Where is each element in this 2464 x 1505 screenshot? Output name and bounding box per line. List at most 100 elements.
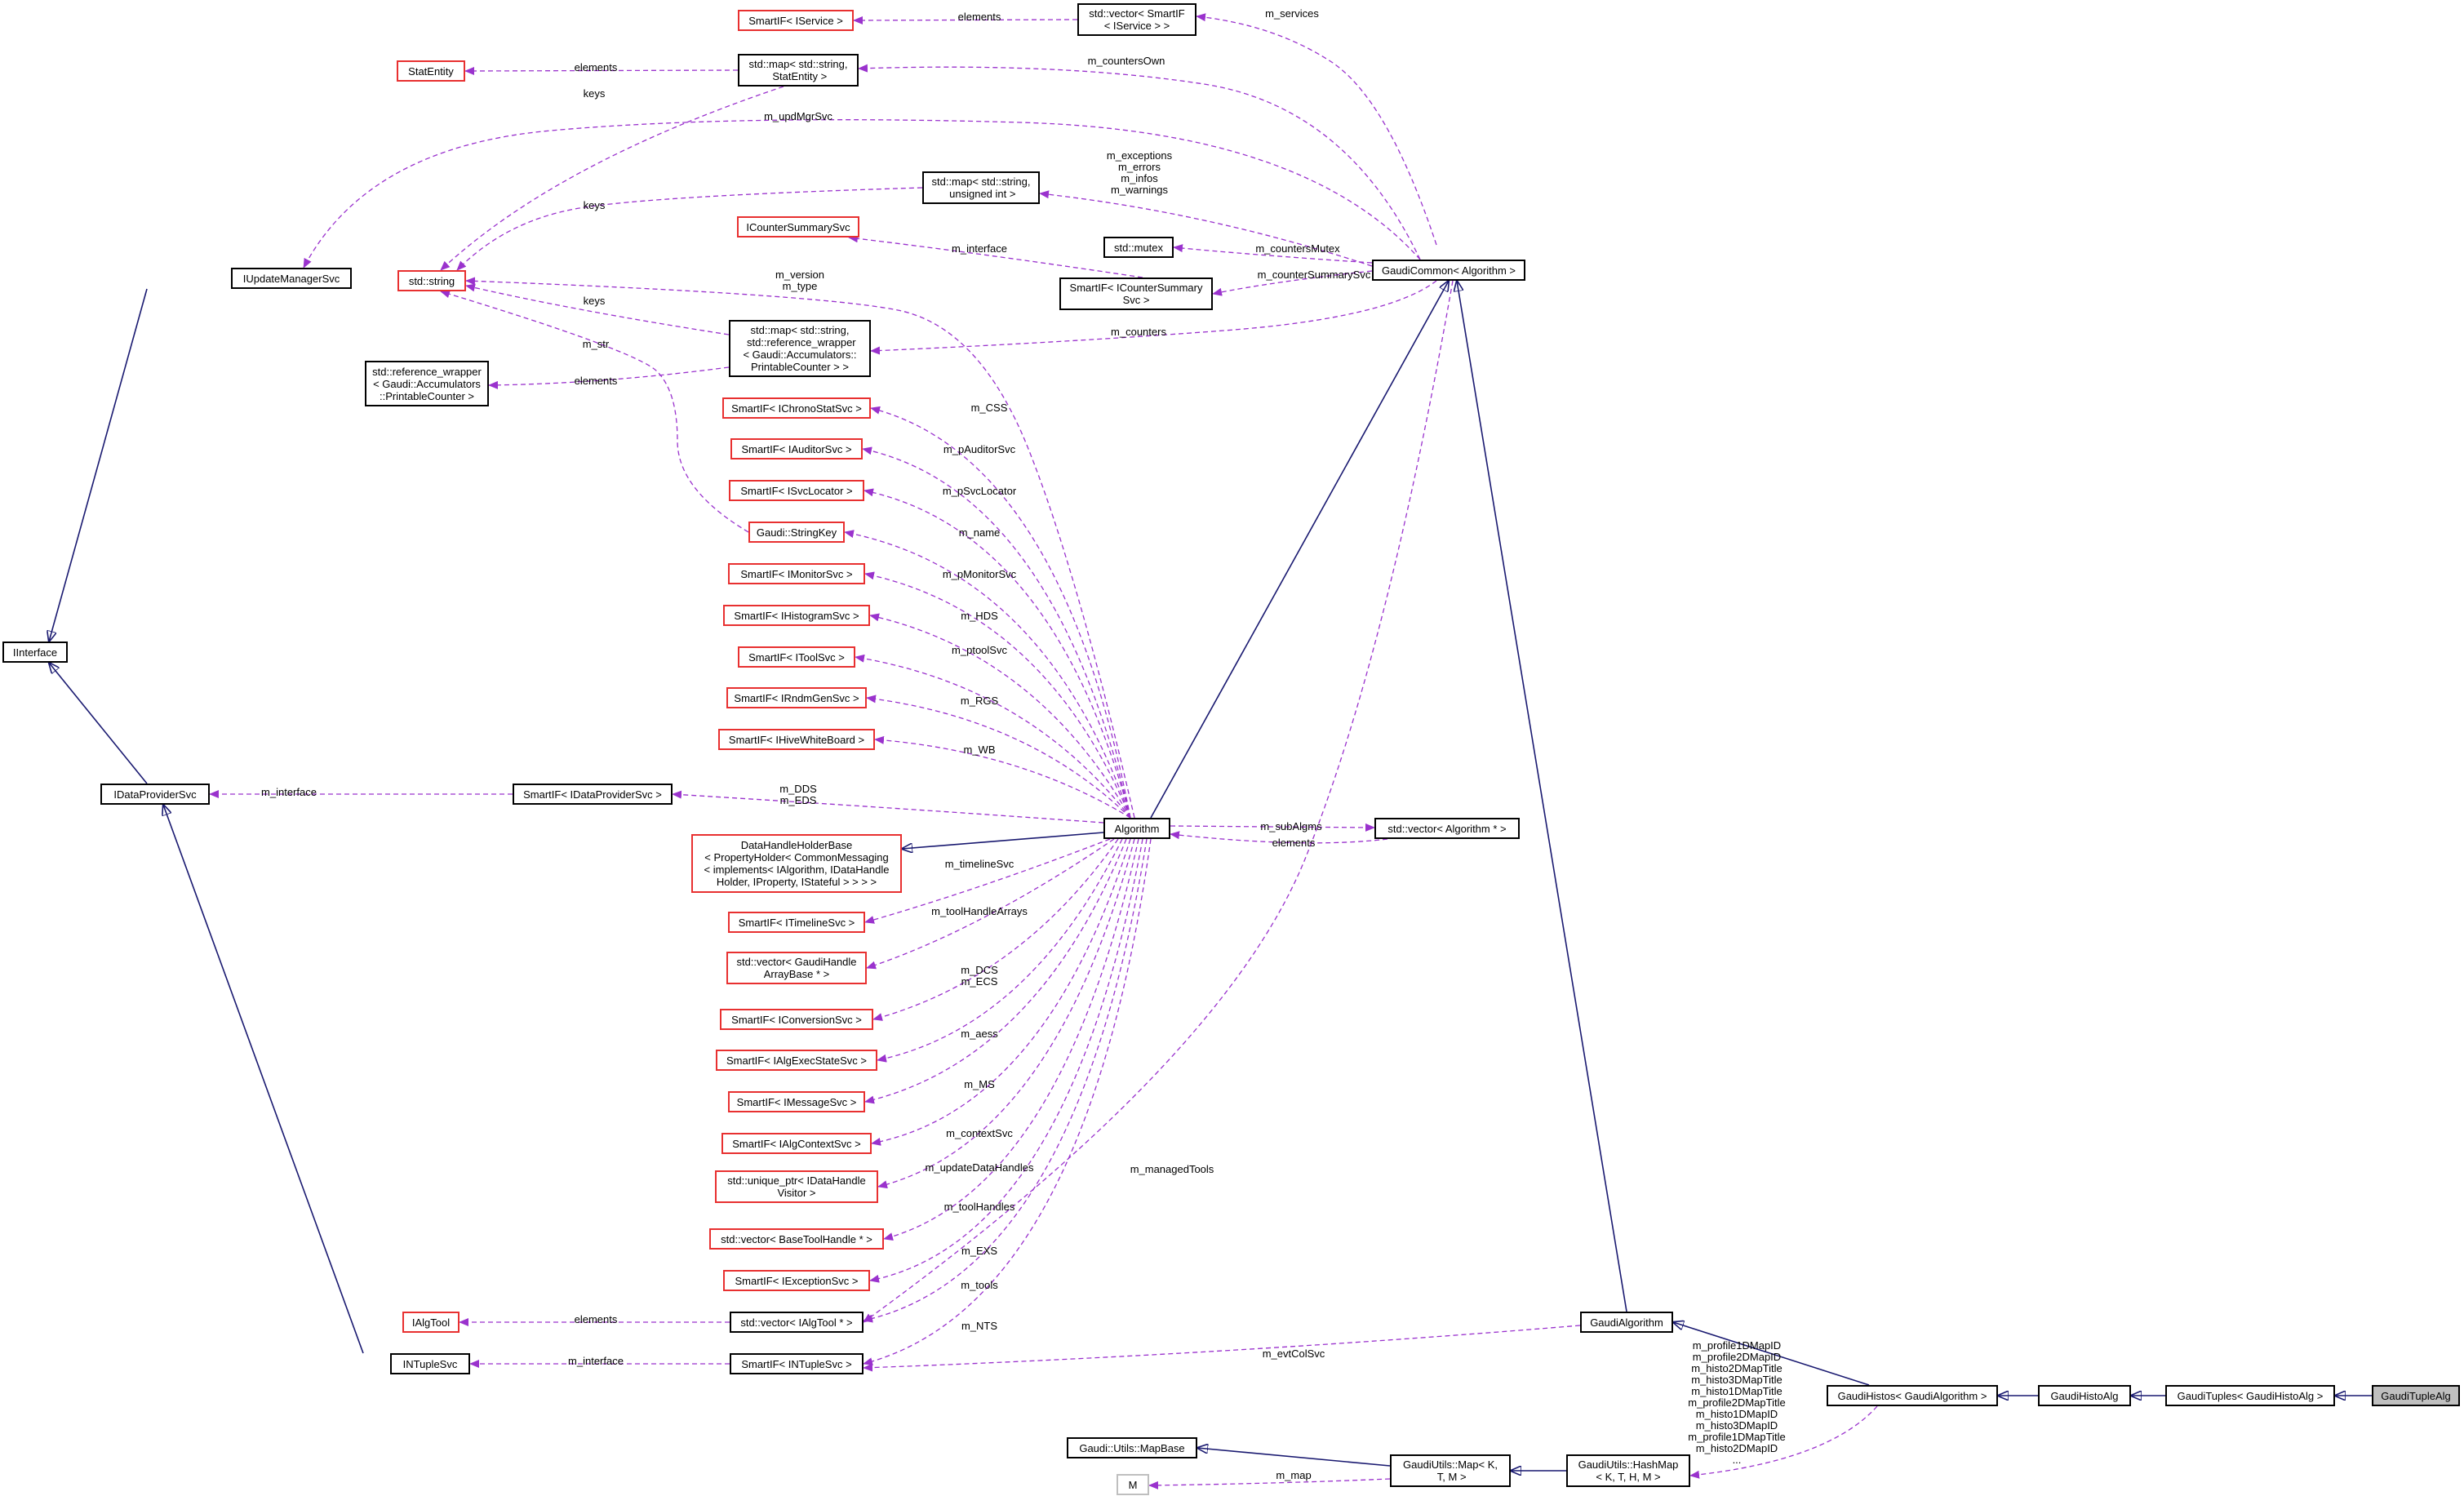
class-node-ialgtool[interactable]: IAlgTool <box>402 1312 460 1333</box>
class-node-smartif-ialgcontextsvc[interactable]: SmartIF< IAlgContextSvc > <box>721 1133 872 1154</box>
class-node-smartif-isvclocator[interactable]: SmartIF< ISvcLocator > <box>729 480 864 501</box>
inheritance-edge-idataprovidersvc-to-iinterface <box>49 663 148 784</box>
class-node-vec-ialgtool[interactable]: std::vector< IAlgTool * > <box>730 1312 864 1333</box>
class-node-statentity[interactable]: StatEntity <box>397 60 465 82</box>
usage-edge-m-css <box>870 406 1131 819</box>
class-node-smartif-idataprovidersvc[interactable]: SmartIF< IDataProviderSvc > <box>513 784 673 805</box>
edge-label-elements-iservice: elements <box>957 11 1001 23</box>
usage-edge-m-evtcolsvc <box>863 1325 1581 1372</box>
inheritance-edge-intuplesvc-to-idataprovidersvc <box>163 805 364 1354</box>
class-node-smartif-iservice[interactable]: SmartIF< IService > <box>738 10 854 31</box>
class-node-std-string[interactable]: std::string <box>397 270 466 291</box>
edge-label-m-contextsvc: m_contextSvc <box>946 1127 1013 1139</box>
edge-label-m-wb: m_WB <box>963 744 996 756</box>
inheritance-edge-algorithm-to-gaudicommon <box>1150 281 1449 819</box>
edge-label-m-exs: m_EXS <box>961 1245 998 1257</box>
usage-edge-m-pmonitorsvc <box>864 571 1131 819</box>
class-node-map-string-uint[interactable]: std::map< std::string, unsigned int > <box>922 171 1040 204</box>
class-node-gaudicommon[interactable]: GaudiCommon< Algorithm > <box>1372 260 1525 281</box>
usage-edge-elements-refwrapper <box>488 366 730 389</box>
usage-edge-m-tools <box>863 838 1148 1323</box>
usage-edge-m-interface-counter <box>848 234 1143 278</box>
edge-label-elements-algorithm: elements <box>1272 837 1316 849</box>
usage-edge-m-aess <box>877 838 1123 1063</box>
class-node-gaudiutils-map[interactable]: GaudiUtils::Map< K, T, M > <box>1390 1454 1511 1487</box>
edge-label-keys-statentity: keys <box>583 87 606 100</box>
usage-edge-m-ptoolsvc <box>855 654 1131 819</box>
edge-label-m-toolhandles: m_toolHandles <box>943 1201 1015 1213</box>
inheritance-edge-algorithm-to-datahandleholderbase <box>902 832 1104 849</box>
class-node-smartif-imessagesvc[interactable]: SmartIF< IMessageSvc > <box>728 1091 865 1112</box>
edge-label-m-updmgrsvc: m_updMgrSvc <box>764 110 832 122</box>
class-node-mapbase[interactable]: Gaudi::Utils::MapBase <box>1067 1437 1197 1458</box>
class-node-iinterface[interactable]: IInterface <box>2 642 68 663</box>
usage-edge-m-nts <box>863 838 1152 1366</box>
class-node-smartif-iconversionsvc[interactable]: SmartIF< IConversionSvc > <box>720 1009 873 1030</box>
class-node-map-string-statentity[interactable]: std::map< std::string, StatEntity > <box>738 54 859 87</box>
class-node-iupdatemanagersvc[interactable]: IUpdateManagerSvc <box>231 268 352 289</box>
class-node-smartif-iexceptionsvc[interactable]: SmartIF< IExceptionSvc > <box>723 1270 870 1291</box>
class-node-uniqueptr-idatahandlevisitor[interactable]: std::unique_ptr< IDataHandle Visitor > <box>715 1170 878 1203</box>
usage-edge-m-exs <box>869 838 1143 1283</box>
inheritance-edge-gaudialgorithm-to-gaudicommon <box>1457 281 1627 1312</box>
edge-label-keys-uint: keys <box>583 199 606 211</box>
class-node-gaudituplealg[interactable]: GaudiTupleAlg <box>2372 1385 2460 1406</box>
edge-label-m-toolhandlearrays: m_toolHandleArrays <box>931 905 1028 917</box>
class-node-smartif-itoolsvc[interactable]: SmartIF< IToolSvc > <box>738 646 855 668</box>
usage-edge-keys-statentity <box>440 86 784 271</box>
edge-label-m-services: m_services <box>1265 7 1319 20</box>
edge-label-elements-ialgtool: elements <box>574 1313 618 1325</box>
class-node-gaudialgorithm[interactable]: GaudiAlgorithm <box>1580 1312 1673 1333</box>
edge-label-m-name: m_name <box>958 526 1001 539</box>
class-node-smartif-imonitorsvc[interactable]: SmartIF< IMonitorSvc > <box>728 563 865 584</box>
class-node-smartif-intuplesvc[interactable]: SmartIF< INTupleSvc > <box>730 1353 864 1374</box>
edge-label-m-counters: m_counters <box>1111 326 1166 338</box>
usage-edge-m-dcs <box>872 838 1119 1021</box>
usage-edge-m-ms <box>864 838 1127 1104</box>
usage-edge-m-dds <box>672 790 1104 824</box>
usage-edge-m-map <box>1148 1478 1391 1489</box>
usage-edge-m-counters <box>870 280 1437 355</box>
class-node-refwrapper[interactable]: std::reference_wrapper < Gaudi::Accumula… <box>365 361 489 406</box>
class-node-vec-basetoolhandle[interactable]: std::vector< BaseToolHandle * > <box>709 1228 884 1250</box>
usage-edge-elements-algorithm <box>1170 831 1388 844</box>
edge-label-m-rgs: m_RGS <box>960 695 999 707</box>
edge-label-m-subalgms: m_subAlgms <box>1260 820 1322 832</box>
class-node-std-mutex[interactable]: std::mutex <box>1103 237 1174 258</box>
class-node-datahandleholderbase[interactable]: DataHandleHolderBase < PropertyHolder< C… <box>691 834 902 893</box>
edge-label-m-css: m_CSS <box>970 402 1008 414</box>
class-node-smartif-ichronostatsvc[interactable]: SmartIF< IChronoStatSvc > <box>722 397 871 419</box>
class-node-m-node[interactable]: M <box>1117 1474 1149 1495</box>
usage-edge-m-pauditorsvc <box>862 446 1131 819</box>
class-node-smartif-iauditorsvc[interactable]: SmartIF< IAuditorSvc > <box>730 438 863 459</box>
class-node-algorithm[interactable]: Algorithm <box>1103 818 1170 839</box>
class-node-smartif-irndmgensvc[interactable]: SmartIF< IRndmGenSvc > <box>726 687 867 708</box>
class-node-smartif-ialgexecstatesvc[interactable]: SmartIF< IAlgExecStateSvc > <box>716 1050 877 1071</box>
edge-label-m-countersummarysvc: m_counterSummarySvc <box>1257 269 1371 281</box>
usage-edge-m-services <box>1196 13 1437 246</box>
class-node-vec-algorithm-ptr[interactable]: std::vector< Algorithm * > <box>1374 818 1520 839</box>
class-node-smartif-ihistogramsvc[interactable]: SmartIF< IHistogramSvc > <box>723 605 870 626</box>
class-node-gaudituples[interactable]: GaudiTuples< GaudiHistoAlg > <box>2165 1385 2335 1406</box>
class-node-smartif-ihivewhiteboard[interactable]: SmartIF< IHiveWhiteBoard > <box>718 729 875 750</box>
class-node-smartif-itimelinesvc[interactable]: SmartIF< ITimelineSvc > <box>728 912 865 933</box>
class-node-icountersummarysvc[interactable]: ICounterSummarySvc <box>737 216 859 238</box>
usage-edge-m-wb <box>874 735 1131 819</box>
inheritance-edge-gaudiutils_map-to-mapbase <box>1197 1448 1391 1467</box>
class-node-smartif-icountersummarysvc[interactable]: SmartIF< ICounterSummary Svc > <box>1059 277 1213 310</box>
class-node-gaudihistoalg[interactable]: GaudiHistoAlg <box>2038 1385 2131 1406</box>
class-node-gaudihistos[interactable]: GaudiHistos< GaudiAlgorithm > <box>1827 1385 1998 1406</box>
class-node-vec-smartif-iservice[interactable]: std::vector< SmartIF < IService > > <box>1077 3 1196 36</box>
edge-label-m-pauditorsvc: m_pAuditorSvc <box>943 443 1016 455</box>
class-node-gaudiutils-hashmap[interactable]: GaudiUtils::HashMap < K, T, H, M > <box>1566 1454 1690 1487</box>
edge-label-m-aess: m_aess <box>961 1028 998 1040</box>
usage-edge-m-subalgms <box>1170 823 1375 832</box>
class-node-vec-gaudihandlearraybase[interactable]: std::vector< GaudiHandle ArrayBase * > <box>726 952 867 984</box>
class-node-intuplesvc[interactable]: INTupleSvc <box>390 1353 470 1374</box>
edge-label-m-countersown: m_countersOwn <box>1087 55 1165 67</box>
class-node-map-string-refwrapper[interactable]: std::map< std::string, std::reference_wr… <box>729 320 871 377</box>
class-node-stringkey[interactable]: Gaudi::StringKey <box>748 522 845 543</box>
edge-label-m-dcs: m_DCS m_ECS <box>961 964 998 988</box>
class-node-idataprovidersvc[interactable]: IDataProviderSvc <box>100 784 210 805</box>
usage-edge-m-hds <box>869 613 1131 819</box>
